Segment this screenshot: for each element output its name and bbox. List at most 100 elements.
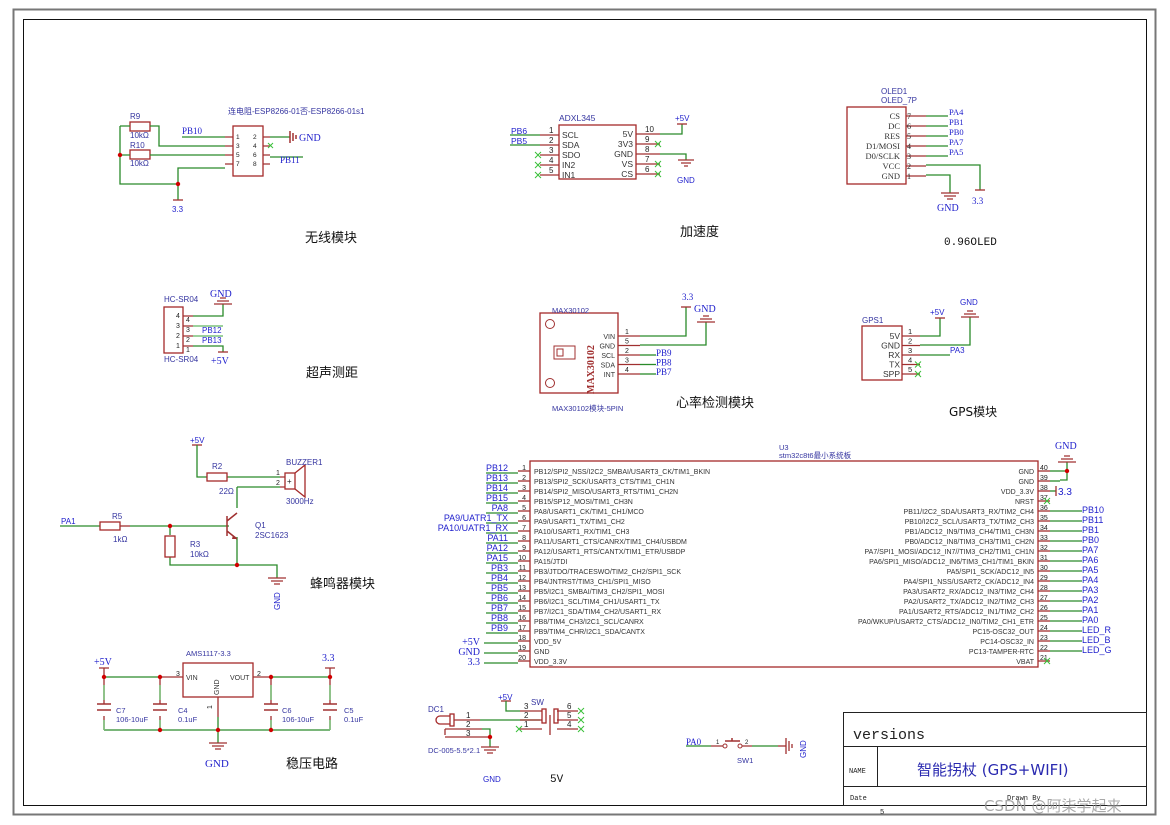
gps-body: [861, 325, 903, 381]
mcu-pin-name: PA2/USART2_TX/ADC12_IN2/TIM2_CH3: [904, 599, 1034, 606]
adxl345-pin-name: 5V: [623, 129, 634, 139]
mcu-pin-name: PB10/I2C2_SCL/USART3_TX/TIM2_CH3: [905, 519, 1035, 526]
mcu-net-label: LED_B: [1082, 635, 1111, 645]
mcu-pin-no: 18: [518, 635, 526, 642]
gps-5v-label: +5V: [930, 308, 945, 317]
mcu-pin-no: 3: [522, 485, 526, 492]
mcu-pin-no: 33: [1040, 535, 1048, 542]
mcu-net-label: PA11: [487, 533, 508, 543]
mcu-pin-name: VDD_3.3V: [1001, 489, 1034, 496]
mcu-pin-name: PB8/TIM4_CH3/I2C1_SCL/CANRX: [534, 619, 644, 626]
mcu-net-label: PB12: [486, 463, 508, 473]
mcu-pin-no: 19: [518, 645, 526, 652]
oled-part: OLED_7P: [881, 96, 917, 105]
mcu-pin-name: PA9/USART1_TX/TIM1_CH2: [534, 519, 625, 526]
oled-caption: 0.96OLED: [944, 237, 997, 249]
inner-frame: [23, 19, 1147, 806]
mcu-3v3-label: 3.3: [1058, 487, 1072, 498]
cap-ref: C6: [282, 706, 292, 715]
svg-text:4: 4: [186, 317, 190, 324]
ams1117-pin-vin: 3: [176, 671, 180, 678]
adxl345-pin-no: 3: [549, 146, 554, 155]
adxl345-pin-name: SCL: [562, 130, 579, 140]
svg-text:4: 4: [176, 313, 180, 320]
gps-caption: GPS模块: [949, 405, 997, 419]
mcu-pin-name: GND: [1018, 469, 1034, 476]
oled-pin-name: D0/SCLK: [866, 151, 901, 161]
gps-pa3-label: PA3: [950, 346, 965, 355]
r5-resistor: [99, 521, 121, 531]
max30102-net-pb8: PB8: [656, 358, 672, 368]
adxl345-pin-name: SDO: [562, 150, 581, 160]
mcu-pin-name: PB3/JTDO/TRACESWO/TIM2_CH2/SPI1_SCK: [534, 569, 681, 576]
mcu-pin-name: PB12/SPI2_NSS/I2C2_SMBAI/USART3_CK/TIM1_…: [534, 469, 710, 476]
oled-net-pb1: PB1: [949, 117, 964, 127]
gps-pin-name: TX: [889, 360, 900, 370]
sw1-ref: SW1: [737, 756, 753, 765]
name-label: NAME: [849, 768, 866, 776]
sw-pin2: 2: [524, 711, 529, 720]
oled-pin-no: 3: [907, 152, 911, 161]
mcu-pin-no: 7: [522, 525, 526, 532]
mcu-pin-name: PB9/TIM4_CHR/I2C1_SDA/CANTX: [534, 629, 645, 636]
adxl345-ref: ADXL345: [559, 113, 596, 123]
oled-ref: OLED1: [881, 87, 908, 96]
mcu-pin-name: PA5/SPI1_SCK/ADC12_IN5: [947, 569, 1035, 576]
drawn-by-label: Drawn By: [1007, 795, 1041, 803]
mcu-pin-no: 36: [1040, 505, 1048, 512]
mcu-pin-no: 14: [518, 595, 526, 602]
title-block: versions NAME 智能拐杖 (GPS+WIFI) Date Drawn…: [843, 712, 1147, 817]
r2-resistor: [206, 472, 228, 482]
mcu-pin-no: 2: [522, 475, 526, 482]
mcu-pin-name: VDD_5V: [534, 639, 562, 646]
r10-resistor: [129, 149, 151, 160]
mcu-pin-name: PB4/JNTRST/TIM3_CH1/SPI1_MISO: [534, 579, 651, 586]
mcu-net-label: PB8: [491, 613, 508, 623]
mcu-pin-no: 35: [1040, 515, 1048, 522]
oled-3v3-label: 3.3: [972, 196, 984, 206]
versions-label: versions: [853, 727, 925, 744]
mcu-pin-name: PB13/SPI2_SCK/USART3_CTS/TIM1_CH1N: [534, 479, 675, 486]
svg-text:7: 7: [236, 161, 240, 168]
mcu-pin-no: 10: [518, 555, 526, 562]
buzzer-module: +5V + 1 2 BUZZER1 3000Hz GND R2 22Ω R5 1…: [60, 436, 375, 610]
mcu-net-label: PA10/UATR1_RX: [438, 523, 508, 533]
oled-pin-no: 6: [907, 122, 911, 131]
mcu-net-label: PB10: [1082, 505, 1104, 515]
mcu-power-label: GND: [458, 647, 480, 658]
mcu-pin-name: PC15-OSC32_OUT: [973, 629, 1035, 636]
mcu-net-label: PB15: [486, 493, 508, 503]
mcu-net-label: PA12: [487, 543, 508, 553]
mcu-power-label: 3.3: [468, 657, 481, 668]
sw1-pin2: 2: [745, 740, 749, 746]
mcu-net-label: PA5: [1082, 565, 1098, 575]
mcu-pin-no: 28: [1040, 585, 1048, 592]
oled-pin-no: 4: [907, 142, 911, 151]
ams1117-vout: VOUT: [230, 675, 250, 682]
mcu-net-label: PA15: [487, 553, 508, 563]
mcu-pin-no: 38: [1040, 485, 1048, 492]
cap-ref: C7: [116, 706, 126, 715]
mcu-pin-name: PA11/USART1_CTS/CANRX/TIM1_CH4/USBDM: [534, 539, 687, 546]
oled-pin-no: 1: [907, 172, 911, 181]
max30102-pin-no: 3: [625, 358, 629, 365]
ams1117-pin-gnd: 1: [207, 705, 214, 709]
mcu-pin-no: 26: [1040, 605, 1048, 612]
cap-ref: C4: [178, 706, 188, 715]
sw-ref: SW: [531, 698, 544, 707]
adxl345-pin-no: 9: [645, 135, 650, 144]
mcu-pin-no: 27: [1040, 595, 1048, 602]
mcu-pin-name: PA0/WKUP/USART2_CTS/ADC12_IN0/TIM2_CH1_E…: [858, 619, 1034, 626]
mcu-net-label: PA7: [1082, 545, 1098, 555]
svg-text:6: 6: [253, 152, 257, 159]
mcu-pin-name: VDD_3.3V: [534, 659, 567, 666]
button-module: PA0 1 2 SW1 GND: [686, 737, 808, 765]
net-label-gnd: GND: [299, 133, 321, 144]
adxl345-pin-no: 4: [549, 156, 554, 165]
mcu-pin-name: PC14-OSC32_IN: [980, 639, 1034, 646]
ams1117-ref: AMS1117-3.3: [186, 649, 231, 658]
regulator-caption: 稳压电路: [286, 756, 338, 772]
